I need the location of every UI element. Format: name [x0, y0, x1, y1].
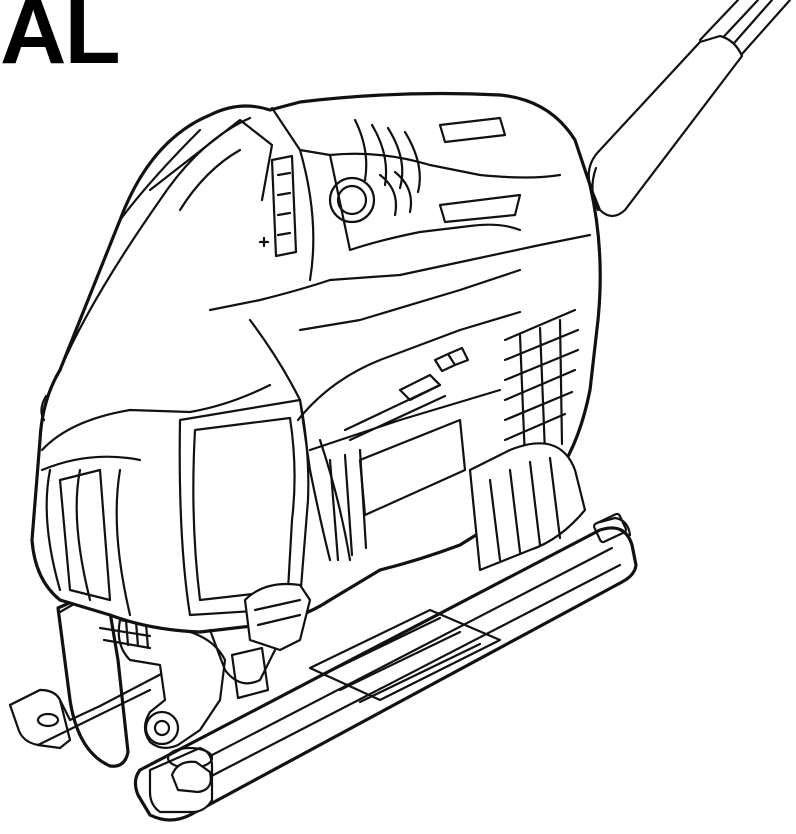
page-heading: AL: [0, 0, 121, 83]
power-cord: [587, 0, 792, 218]
main-housing: [30, 91, 602, 700]
blade-holder: [98, 618, 227, 794]
